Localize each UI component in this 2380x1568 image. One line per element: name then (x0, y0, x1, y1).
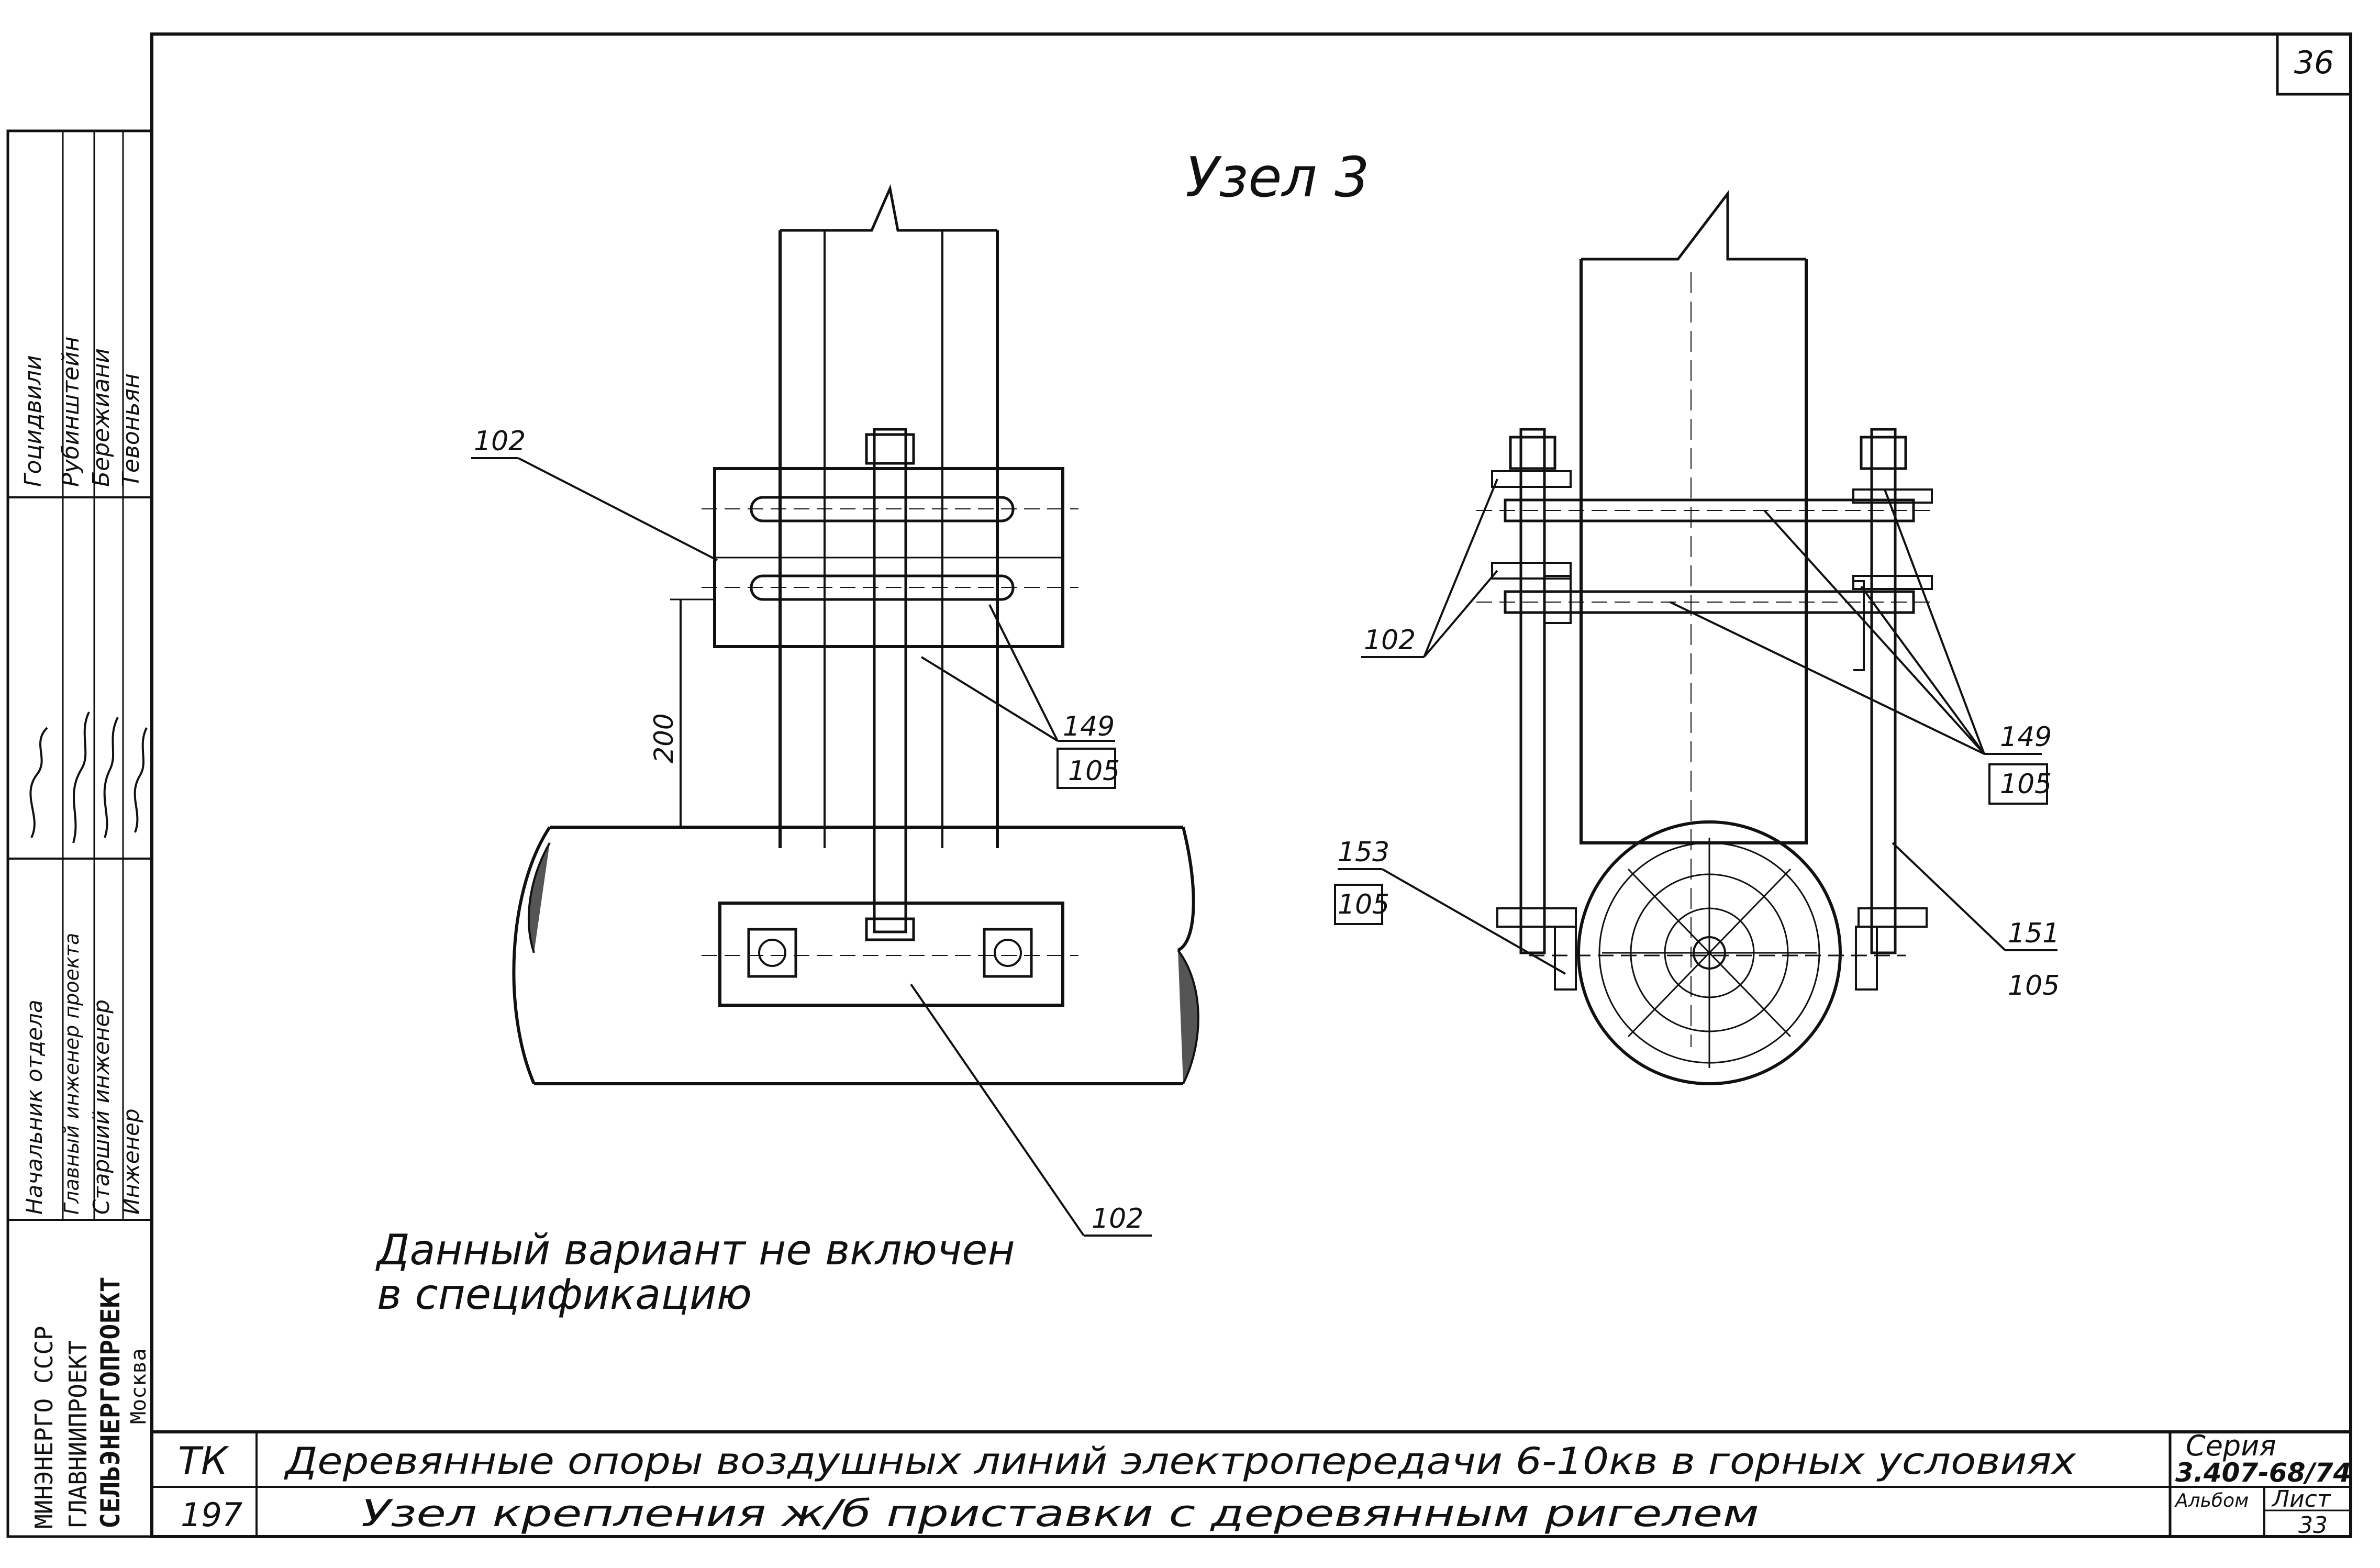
callout-left-149: 149 (1063, 711, 1115, 742)
signatures (29, 711, 148, 843)
role-1: Начальник отдела (21, 999, 47, 1215)
tb-number: 197 (181, 1496, 242, 1534)
callout-right-105: 105 (2000, 769, 2052, 800)
note-line-1: Данный вариант не включен (375, 1226, 1015, 1274)
tb-series-label: Серия (2186, 1429, 2276, 1462)
drawing-title: Узел 3 (1185, 146, 1370, 209)
tb-sheet-label: Лист (2271, 1486, 2331, 1513)
role-3: Старший инженер (88, 999, 114, 1215)
callout-right-151-105: 105 (2008, 970, 2060, 1002)
role-4: Инженер (118, 1108, 144, 1215)
tb-code: ТК (178, 1439, 229, 1483)
callout-right-149: 149 (2000, 721, 2052, 753)
dimension-200: 200 (649, 713, 679, 763)
tb-line-1: Деревянные опоры воздушных линий электро… (284, 1440, 2076, 1483)
tb-line-2: Узел крепления ж/б приставки с деревянны… (361, 1492, 1759, 1535)
side-stamp: Гоцидвили Рубинштейн Бережиани Тевоньян … (6, 129, 153, 1538)
signatory-3: Бережиани (88, 348, 115, 487)
tb-sheet-value: 33 (2298, 1512, 2328, 1539)
callout-left-105: 105 (1068, 755, 1120, 787)
callout-left-102-bottom: 102 (1092, 1203, 1143, 1235)
org-line-3: СЕЛЬЭНЕРГОПРОЕКТ (95, 1276, 126, 1529)
callout-left-102-top: 102 (474, 426, 526, 457)
signatory-1: Гоцидвили (20, 355, 47, 487)
org-line-2: ГЛАВНИИПРОЕКТ (64, 1340, 92, 1529)
callout-right-153: 153 (1338, 837, 1389, 868)
org-line-4: Москва (127, 1349, 151, 1425)
tb-series-value: 3.407-68/74 (2175, 1458, 2351, 1488)
role-2: Главный инженер проекта (60, 933, 83, 1215)
page-number: 36 (2294, 45, 2334, 81)
note-line-2: в спецификацию (377, 1270, 752, 1319)
org-line-1: МИНЭНЕРГО СССР (30, 1326, 58, 1529)
right-view (1334, 190, 2058, 1085)
signatory-4: Тевоньян (118, 373, 144, 487)
callout-right-151: 151 (2008, 918, 2060, 949)
signatory-2: Рубинштейн (58, 337, 84, 487)
left-view: 200 (471, 184, 1199, 1237)
title-block: ТК 197 Деревянные опоры воздушных линий … (152, 1429, 2351, 1539)
callout-right-153-105: 105 (1338, 889, 1389, 920)
tb-album-label: Альбом (2174, 1490, 2249, 1511)
callout-right-102: 102 (1364, 625, 1416, 656)
